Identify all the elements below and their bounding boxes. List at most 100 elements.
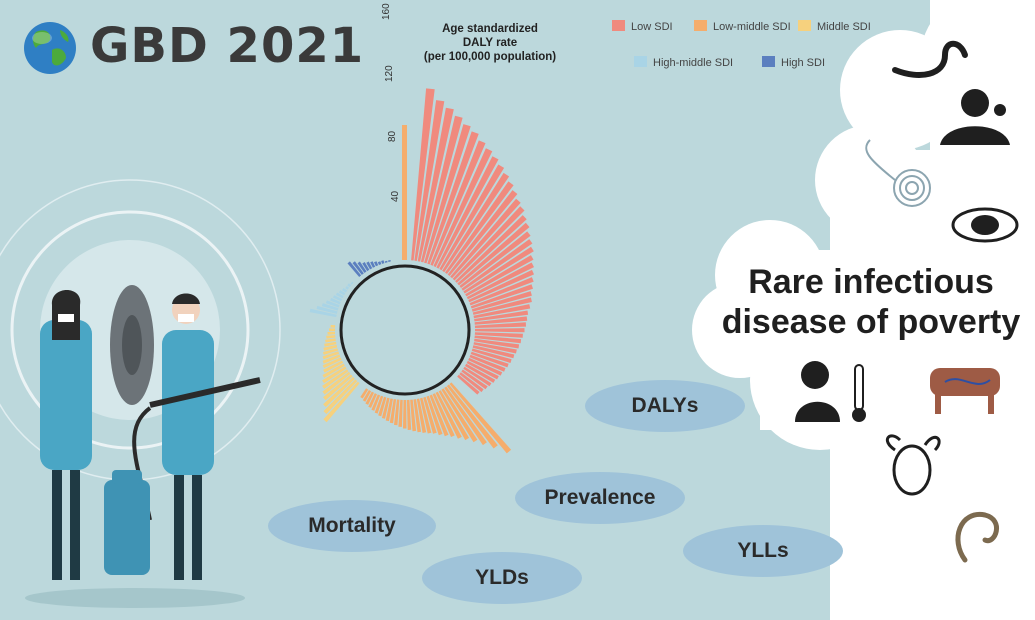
metric-mortality: Mortality <box>268 500 436 552</box>
bar-middle-5 <box>322 369 349 389</box>
legend-item-high: High SDI <box>762 56 825 69</box>
bar-middle-4 <box>322 371 351 395</box>
bar-low_middle-24 <box>368 393 377 408</box>
metric-dalys: DALYs <box>585 380 745 432</box>
bar-low-26 <box>472 297 532 315</box>
bar-high_middle-1 <box>316 305 338 314</box>
bar-low-25 <box>471 291 532 312</box>
y-tick-120: 120 <box>384 65 395 82</box>
bar-low_middle-4 <box>438 390 470 441</box>
bar-middle-2 <box>323 377 355 407</box>
bar-low-5 <box>427 131 479 265</box>
legend-item-high-middle: High-middle SDI <box>634 56 733 69</box>
bar-low-10 <box>442 172 510 273</box>
bar-middle-8 <box>323 360 344 373</box>
bar-low-23 <box>469 277 534 306</box>
bar-low-32 <box>474 332 523 338</box>
bar-low-24 <box>470 284 533 309</box>
bar-low-8 <box>436 156 499 269</box>
roundworm-icon <box>955 512 999 563</box>
bar-low_middle-19 <box>385 398 393 422</box>
page-title: GBD 2021 <box>90 18 365 74</box>
bar-low-0 <box>411 88 435 261</box>
bar-low_middle-6 <box>432 393 455 437</box>
bar-low_middle-1 <box>446 384 498 449</box>
globe-icon <box>24 22 76 74</box>
bar-middle-17 <box>327 331 336 335</box>
bar-low-34 <box>474 338 520 349</box>
bar-low-11 <box>445 181 514 274</box>
bar-low_middle-13 <box>410 399 417 432</box>
bar-low_middle-2 <box>444 386 487 446</box>
bar-high-3 <box>362 262 370 272</box>
y-tick-160: 160 <box>381 3 392 20</box>
bar-low-43 <box>463 366 492 387</box>
bar-low-7 <box>433 148 493 268</box>
bar-low-31 <box>475 328 525 333</box>
bar-high-1 <box>352 261 364 275</box>
bar-low-46 <box>457 374 480 395</box>
bar-low-22 <box>468 269 534 303</box>
legend-label: Middle SDI <box>817 21 871 33</box>
bar-high_middle-6 <box>335 292 344 299</box>
bar-high_middle-2 <box>321 303 339 311</box>
radial-bar-chart <box>309 88 534 454</box>
bar-low-37 <box>471 348 512 363</box>
bar-low_middle-16 <box>398 399 403 427</box>
bar-low-20 <box>465 255 534 297</box>
highlight-bar <box>402 125 407 260</box>
metric-ylls: YLLs <box>683 525 843 577</box>
bar-low-9 <box>439 164 505 271</box>
bar-low_middle-17 <box>394 399 400 426</box>
bar-low_middle-5 <box>435 391 462 439</box>
bar-middle-9 <box>322 357 342 369</box>
bar-low-41 <box>466 360 499 380</box>
bar-middle-0 <box>323 381 360 423</box>
bar-high_middle-11 <box>350 281 354 285</box>
metric-ylds: YLDs <box>422 552 582 604</box>
bar-high-9 <box>384 260 388 263</box>
bar-low_middle-26 <box>362 390 372 402</box>
y-tick-80: 80 <box>387 130 398 142</box>
bar-middle-14 <box>324 341 337 347</box>
bar-low_middle-11 <box>416 398 427 433</box>
bar-middle-7 <box>322 363 345 378</box>
hand-parasite-icon <box>885 434 941 496</box>
bar-low_middle-23 <box>371 394 381 411</box>
legend-label: High SDI <box>781 57 826 69</box>
bar-low-40 <box>468 357 503 376</box>
bar-high-2 <box>357 261 367 273</box>
bar-low_middle-25 <box>365 391 374 405</box>
bar-low_middle-10 <box>420 397 432 434</box>
legend-item-middle: Middle SDI <box>798 20 871 33</box>
bar-low-6 <box>430 140 486 266</box>
bar-high_middle-7 <box>338 290 346 296</box>
bar-high_middle-4 <box>330 297 341 305</box>
bar-low_middle-20 <box>381 397 390 419</box>
bar-low-14 <box>452 206 525 281</box>
legend-item-low-middle: Low-middle SDI <box>694 20 791 33</box>
legend-label: Low SDI <box>631 21 673 33</box>
bar-middle-12 <box>322 348 339 355</box>
y-title-line-1: Age standardized <box>442 23 538 35</box>
legend: Low SDI Low-middle SDI Middle SDI High-m… <box>612 20 902 80</box>
bar-low_middle-9 <box>423 396 437 434</box>
bar-middle-1 <box>323 379 358 414</box>
bar-low_middle-21 <box>378 396 387 417</box>
bar-low_middle-7 <box>429 394 449 437</box>
bar-high_middle-8 <box>342 288 348 293</box>
bar-low-38 <box>470 351 509 368</box>
worm-icon <box>892 40 968 78</box>
bar-low-1 <box>414 100 445 261</box>
bar-low-33 <box>474 335 522 344</box>
cloud-shape <box>692 0 1035 620</box>
bar-low_middle-15 <box>403 400 407 429</box>
y-title-line-2: DALY rate <box>462 37 518 49</box>
y-tick-40: 40 <box>390 190 401 202</box>
bar-low-3 <box>420 115 463 263</box>
bar-middle-6 <box>322 366 347 384</box>
bar-low_middle-22 <box>374 395 384 414</box>
bar-high_middle-3 <box>325 300 340 308</box>
bar-low-39 <box>469 354 506 372</box>
bar-middle-10 <box>322 354 341 364</box>
